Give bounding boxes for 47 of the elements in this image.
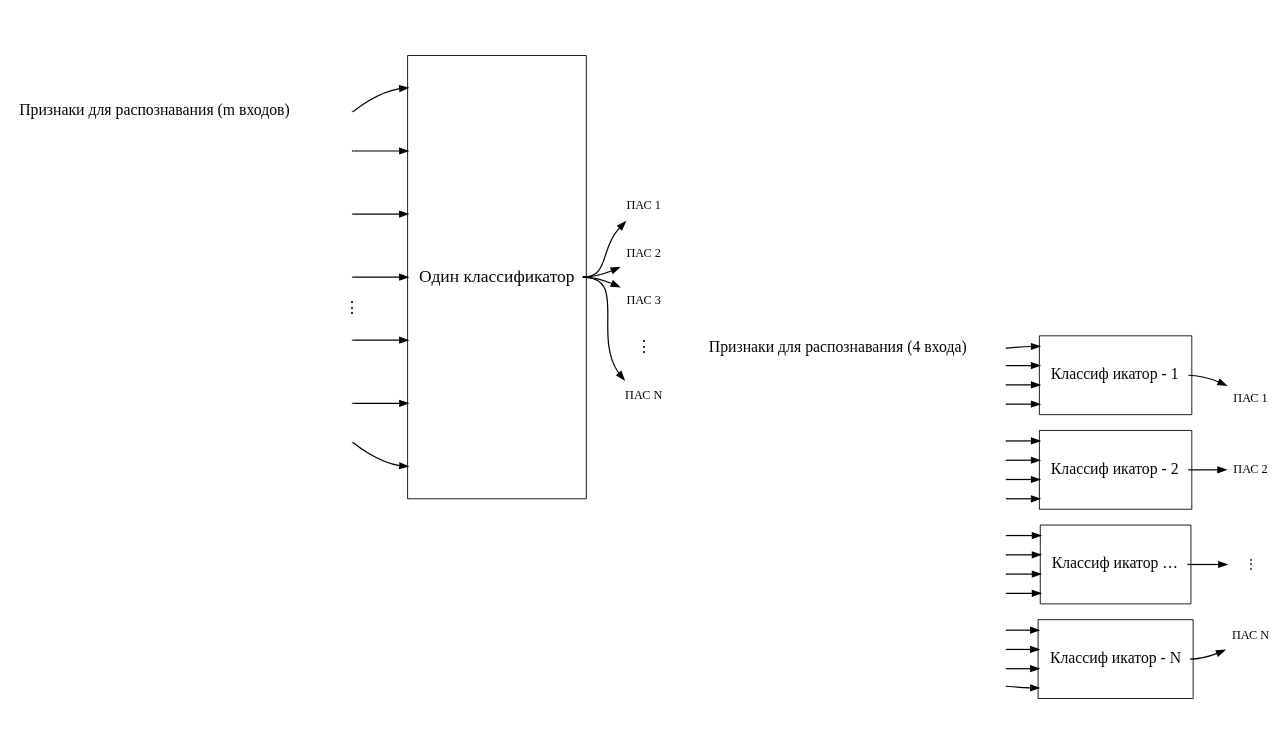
arrow <box>1186 560 1229 569</box>
arrow <box>1187 466 1228 474</box>
node-text: ⋮ <box>1244 556 1257 571</box>
node-text: ПАС 3 <box>626 293 661 308</box>
node-text: ПАС 1 <box>1233 391 1268 406</box>
arrow <box>352 85 410 113</box>
node-text: ПАС 2 <box>1233 462 1268 477</box>
arrow <box>582 276 626 381</box>
arrow <box>1189 649 1227 660</box>
node-box: Классиф икатор … <box>1039 524 1192 605</box>
arrow <box>1006 400 1042 408</box>
node-box: Классиф икатор - 2 <box>1038 430 1193 510</box>
arrow <box>1006 665 1041 673</box>
arrow <box>1006 495 1042 503</box>
arrow <box>582 266 621 278</box>
arrow <box>1006 626 1041 634</box>
arrow <box>1006 645 1041 654</box>
node-text: ПАС N <box>1231 627 1270 642</box>
arrow <box>1006 531 1043 540</box>
label: ⋮ <box>635 337 652 355</box>
node-text: ПАС 2 <box>626 245 661 260</box>
label: ⋮ <box>344 298 361 316</box>
arrow <box>1006 437 1042 445</box>
arrow <box>352 336 410 344</box>
arrow <box>352 399 410 407</box>
node-box: Классиф икатор - N <box>1037 619 1194 699</box>
label: Признаки для распознавания (m входов) <box>19 101 290 119</box>
arrow <box>582 220 627 278</box>
arrow <box>1006 362 1042 370</box>
arrow <box>1006 570 1043 578</box>
node-text: ПАС 1 <box>626 198 661 213</box>
arrow <box>352 273 410 281</box>
label: Признаки для распознавания (4 входа) <box>708 337 967 355</box>
node-text: ПАС N <box>625 387 663 402</box>
arrow <box>1006 551 1043 559</box>
arrow <box>352 442 410 470</box>
arrow <box>1006 589 1043 597</box>
arrow <box>1006 342 1042 351</box>
node-box: Классиф икатор - 1 <box>1038 335 1193 416</box>
node-box: Один классификатор <box>407 55 587 500</box>
arrow <box>1006 475 1042 484</box>
arrow <box>352 147 410 155</box>
arrow <box>1187 374 1228 386</box>
arrow <box>352 210 410 218</box>
arrow <box>1006 684 1041 692</box>
arrow <box>1006 381 1042 389</box>
arrow <box>1006 456 1042 464</box>
